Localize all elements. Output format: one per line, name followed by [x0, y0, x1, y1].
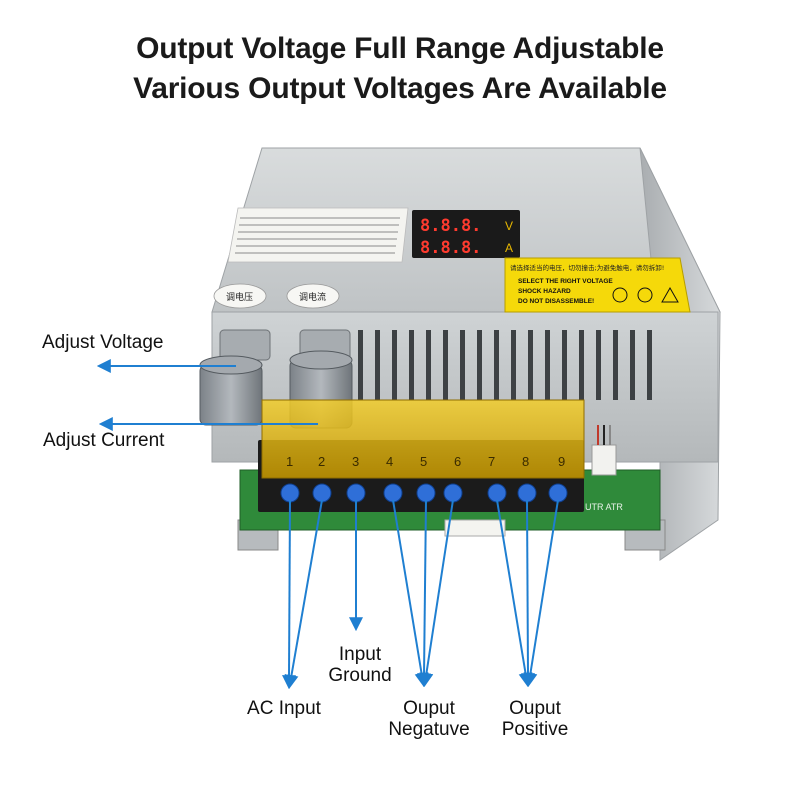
terminal-number-9: 9	[558, 454, 565, 469]
annotation-arrows	[96, 359, 559, 690]
voltage-knob-tag	[213, 283, 267, 309]
terminal-number-3: 3	[352, 454, 359, 469]
arrow-output-pos-2	[520, 499, 535, 688]
screw-8	[517, 483, 537, 503]
warning-item-1: SELECT THE RIGHT VOLTAGE	[518, 278, 613, 285]
terminal-numbers: 1 2 3 4 5 6 7 8 9	[286, 454, 565, 469]
current-knob-tag-text: 调电流	[299, 291, 326, 303]
screw-1	[280, 483, 300, 503]
screw-3	[346, 483, 366, 503]
arrow-output-pos-1	[496, 499, 533, 688]
terminal-number-8: 8	[522, 454, 529, 469]
terminal-number-7: 7	[488, 454, 495, 469]
display-current-readout: 8.8.8.	[420, 238, 481, 258]
terminal-number-4: 4	[386, 454, 393, 469]
terminal-number-1: 1	[286, 454, 293, 469]
label-output-positive: Ouput Positive	[480, 698, 590, 740]
arrow-output-neg-3	[419, 499, 454, 688]
display-voltage-readout: 8.8.8.	[420, 216, 481, 236]
screw-2	[312, 483, 332, 503]
pcb-text: UTR ATR	[585, 502, 623, 512]
warning-item-3: DO NOT DISASSEMBLE!	[518, 298, 594, 305]
label-input-ground-line1: Input	[338, 644, 382, 665]
label-input-ground-line2: Ground	[328, 665, 392, 686]
label-input-ground: Input Ground	[320, 644, 400, 686]
arrow-output-neg-1	[392, 499, 429, 688]
terminal-number-5: 5	[420, 454, 427, 469]
current-knob-tag	[286, 283, 340, 309]
screw-9	[548, 483, 568, 503]
label-adjust-current: Adjust Current	[43, 430, 165, 451]
instruction-sticker	[227, 207, 409, 263]
label-output-negative: Ouput Negatuve	[374, 698, 484, 740]
terminal-number-6: 6	[454, 454, 461, 469]
arrow-ac-input-2	[284, 499, 323, 690]
label-output-negative-line2: Negatuve	[388, 719, 470, 740]
digital-display	[412, 210, 520, 258]
terminal-cover	[261, 399, 585, 479]
headline-line-2: Various Output Voltages Are Available	[133, 72, 667, 105]
arrow-output-neg-2	[417, 499, 432, 688]
label-output-positive-line2: Positive	[501, 719, 569, 740]
terminal-number-2: 2	[318, 454, 325, 469]
vent-slots	[358, 330, 652, 400]
arrow-output-pos-3	[523, 499, 559, 688]
label-adjust-voltage: Adjust Voltage	[42, 332, 164, 353]
terminal-screws	[280, 483, 568, 503]
warning-item-2: SHOCK HAZARD	[518, 288, 571, 295]
warning-chinese-text: 请选择适当的电压，切勿撞击;为避免触电，请勿拆卸!	[510, 263, 664, 272]
label-ac-input: AC Input	[247, 698, 321, 719]
label-output-negative-line1: Ouput	[403, 698, 455, 719]
display-unit-a: A	[505, 241, 513, 255]
screw-7	[487, 483, 507, 503]
voltage-knob-tag-text: 调电压	[226, 291, 253, 303]
screw-5	[416, 483, 436, 503]
label-output-positive-line1: Ouput	[509, 698, 561, 719]
headline-line-1: Output Voltage Full Range Adjustable	[136, 32, 664, 65]
display-unit-v: V	[505, 219, 513, 233]
warning-sticker	[504, 257, 691, 313]
screw-6	[443, 483, 463, 503]
screw-4	[383, 483, 403, 503]
arrow-ac-input-1	[282, 499, 297, 690]
